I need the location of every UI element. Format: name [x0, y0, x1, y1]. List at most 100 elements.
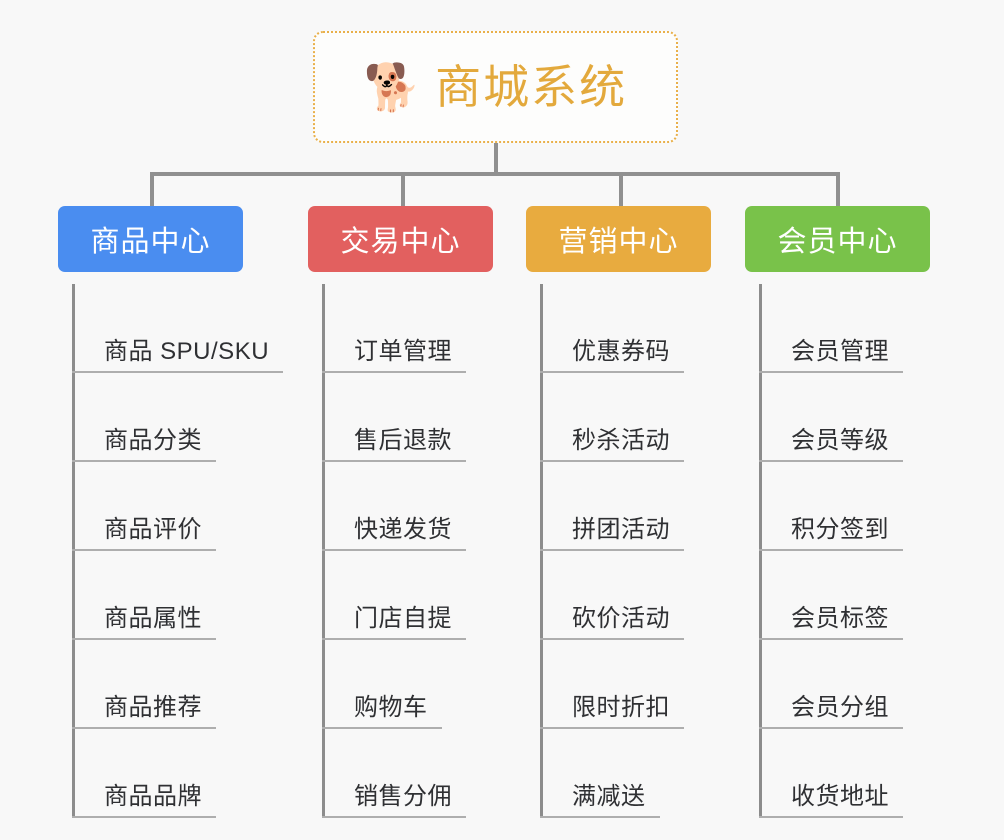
connector-drop-3	[619, 172, 623, 206]
leaf-underline	[322, 371, 466, 373]
leaf-underline	[540, 638, 684, 640]
leaf-spine-1	[72, 284, 75, 818]
branch-header-label-2: 交易中心	[340, 226, 461, 258]
leaf-label: 商品 SPU/SKU	[104, 338, 270, 365]
leaf-label: 快递发货	[354, 516, 452, 543]
list-item[interactable]: 拼团活动	[540, 462, 711, 551]
list-item[interactable]: 门店自提	[322, 551, 493, 640]
leaf-underline	[540, 816, 660, 818]
leaf-spine-4	[759, 284, 762, 818]
connector-drop-4	[836, 172, 840, 206]
leaf-label: 砍价活动	[572, 605, 670, 632]
branch-trade-center: 交易中心 订单管理 售后退款 快递发货 门店自提 购物车	[308, 206, 493, 834]
list-item[interactable]: 售后退款	[322, 373, 493, 462]
leaf-underline	[759, 816, 903, 818]
list-item[interactable]: 商品 SPU/SKU	[72, 284, 283, 373]
connector-trunk	[494, 143, 498, 174]
list-item[interactable]: 商品属性	[72, 551, 269, 640]
list-item[interactable]: 订单管理	[322, 284, 493, 373]
connector-drop-2	[401, 172, 405, 206]
leaf-label: 售后退款	[354, 427, 452, 454]
list-item[interactable]: 优惠券码	[540, 284, 711, 373]
leaf-label: 商品推荐	[104, 694, 202, 721]
branch-product-center: 商品中心 商品 SPU/SKU 商品分类 商品评价 商品属性 商品推荐	[58, 206, 283, 834]
root-node[interactable]: 🐕 商城系统	[313, 31, 678, 143]
leaf-underline	[759, 371, 903, 373]
leaf-label: 会员管理	[791, 338, 889, 365]
leaf-label: 限时折扣	[572, 694, 670, 721]
leaf-label: 订单管理	[354, 338, 452, 365]
leaf-label: 购物车	[354, 694, 428, 721]
leaf-spine-2	[322, 284, 325, 818]
branch-header-1[interactable]: 商品中心	[58, 206, 243, 272]
leaf-label: 商品属性	[104, 605, 202, 632]
list-item[interactable]: 秒杀活动	[540, 373, 711, 462]
list-item[interactable]: 商品评价	[72, 462, 269, 551]
leaf-underline	[759, 460, 903, 462]
list-item[interactable]: 收货地址	[759, 729, 930, 818]
leaf-underline	[540, 549, 684, 551]
list-item[interactable]: 满减送	[540, 729, 711, 818]
leaf-underline	[540, 727, 684, 729]
leaf-underline	[759, 727, 903, 729]
list-item[interactable]: 会员等级	[759, 373, 930, 462]
branch-header-label-4: 会员中心	[777, 226, 898, 258]
branch-header-label-3: 营销中心	[558, 226, 679, 258]
leaf-underline	[759, 638, 903, 640]
leaf-list-4: 会员管理 会员等级 积分签到 会员标签 会员分组 收货地址	[759, 284, 930, 818]
leaf-underline	[72, 371, 283, 373]
leaf-underline	[322, 816, 466, 818]
leaf-label: 商品分类	[104, 427, 202, 454]
leaf-label: 商品评价	[104, 516, 202, 543]
leaf-list-1: 商品 SPU/SKU 商品分类 商品评价 商品属性 商品推荐 商品品牌	[72, 284, 283, 818]
leaf-list-3: 优惠券码 秒杀活动 拼团活动 砍价活动 限时折扣 满减送	[540, 284, 711, 818]
leaf-list-2: 订单管理 售后退款 快递发货 门店自提 购物车 销售分佣	[322, 284, 493, 818]
leaf-underline	[72, 816, 216, 818]
branch-member-center: 会员中心 会员管理 会员等级 积分签到 会员标签 会员分组	[745, 206, 930, 834]
leaf-underline	[72, 549, 216, 551]
leaf-underline	[759, 549, 903, 551]
list-item[interactable]: 购物车	[322, 640, 493, 729]
leaf-label: 满减送	[572, 783, 646, 810]
list-item[interactable]: 会员分组	[759, 640, 930, 729]
branch-header-2[interactable]: 交易中心	[308, 206, 493, 272]
leaf-label: 商品品牌	[104, 783, 202, 810]
list-item[interactable]: 商品推荐	[72, 640, 269, 729]
leaf-label: 秒杀活动	[572, 427, 670, 454]
list-item[interactable]: 会员标签	[759, 551, 930, 640]
leaf-underline	[540, 460, 684, 462]
list-item[interactable]: 快递发货	[322, 462, 493, 551]
list-item[interactable]: 砍价活动	[540, 551, 711, 640]
leaf-label: 积分签到	[791, 516, 889, 543]
leaf-underline	[322, 460, 466, 462]
branch-header-label-1: 商品中心	[90, 226, 211, 258]
branch-header-3[interactable]: 营销中心	[526, 206, 711, 272]
root-title: 商城系统	[435, 61, 628, 113]
connector-bus	[150, 172, 838, 176]
leaf-underline	[72, 727, 216, 729]
list-item[interactable]: 商品品牌	[72, 729, 269, 818]
list-item[interactable]: 限时折扣	[540, 640, 711, 729]
leaf-label: 会员等级	[791, 427, 889, 454]
connector-drop-1	[150, 172, 154, 206]
list-item[interactable]: 会员管理	[759, 284, 930, 373]
leaf-underline	[322, 549, 466, 551]
leaf-label: 会员分组	[791, 694, 889, 721]
shiba-dog-face-icon: 🐕	[363, 61, 422, 113]
leaf-underline	[540, 371, 684, 373]
branch-marketing-center: 营销中心 优惠券码 秒杀活动 拼团活动 砍价活动 限时折扣	[526, 206, 711, 834]
leaf-label: 门店自提	[354, 605, 452, 632]
leaf-label: 会员标签	[791, 605, 889, 632]
branch-header-4[interactable]: 会员中心	[745, 206, 930, 272]
leaf-label: 优惠券码	[572, 338, 670, 365]
list-item[interactable]: 积分签到	[759, 462, 930, 551]
leaf-underline	[72, 460, 216, 462]
list-item[interactable]: 销售分佣	[322, 729, 493, 818]
leaf-spine-3	[540, 284, 543, 818]
leaf-label: 收货地址	[791, 783, 889, 810]
list-item[interactable]: 商品分类	[72, 373, 269, 462]
leaf-label: 拼团活动	[572, 516, 670, 543]
leaf-label: 销售分佣	[354, 783, 452, 810]
leaf-underline	[72, 638, 216, 640]
leaf-underline	[322, 727, 442, 729]
